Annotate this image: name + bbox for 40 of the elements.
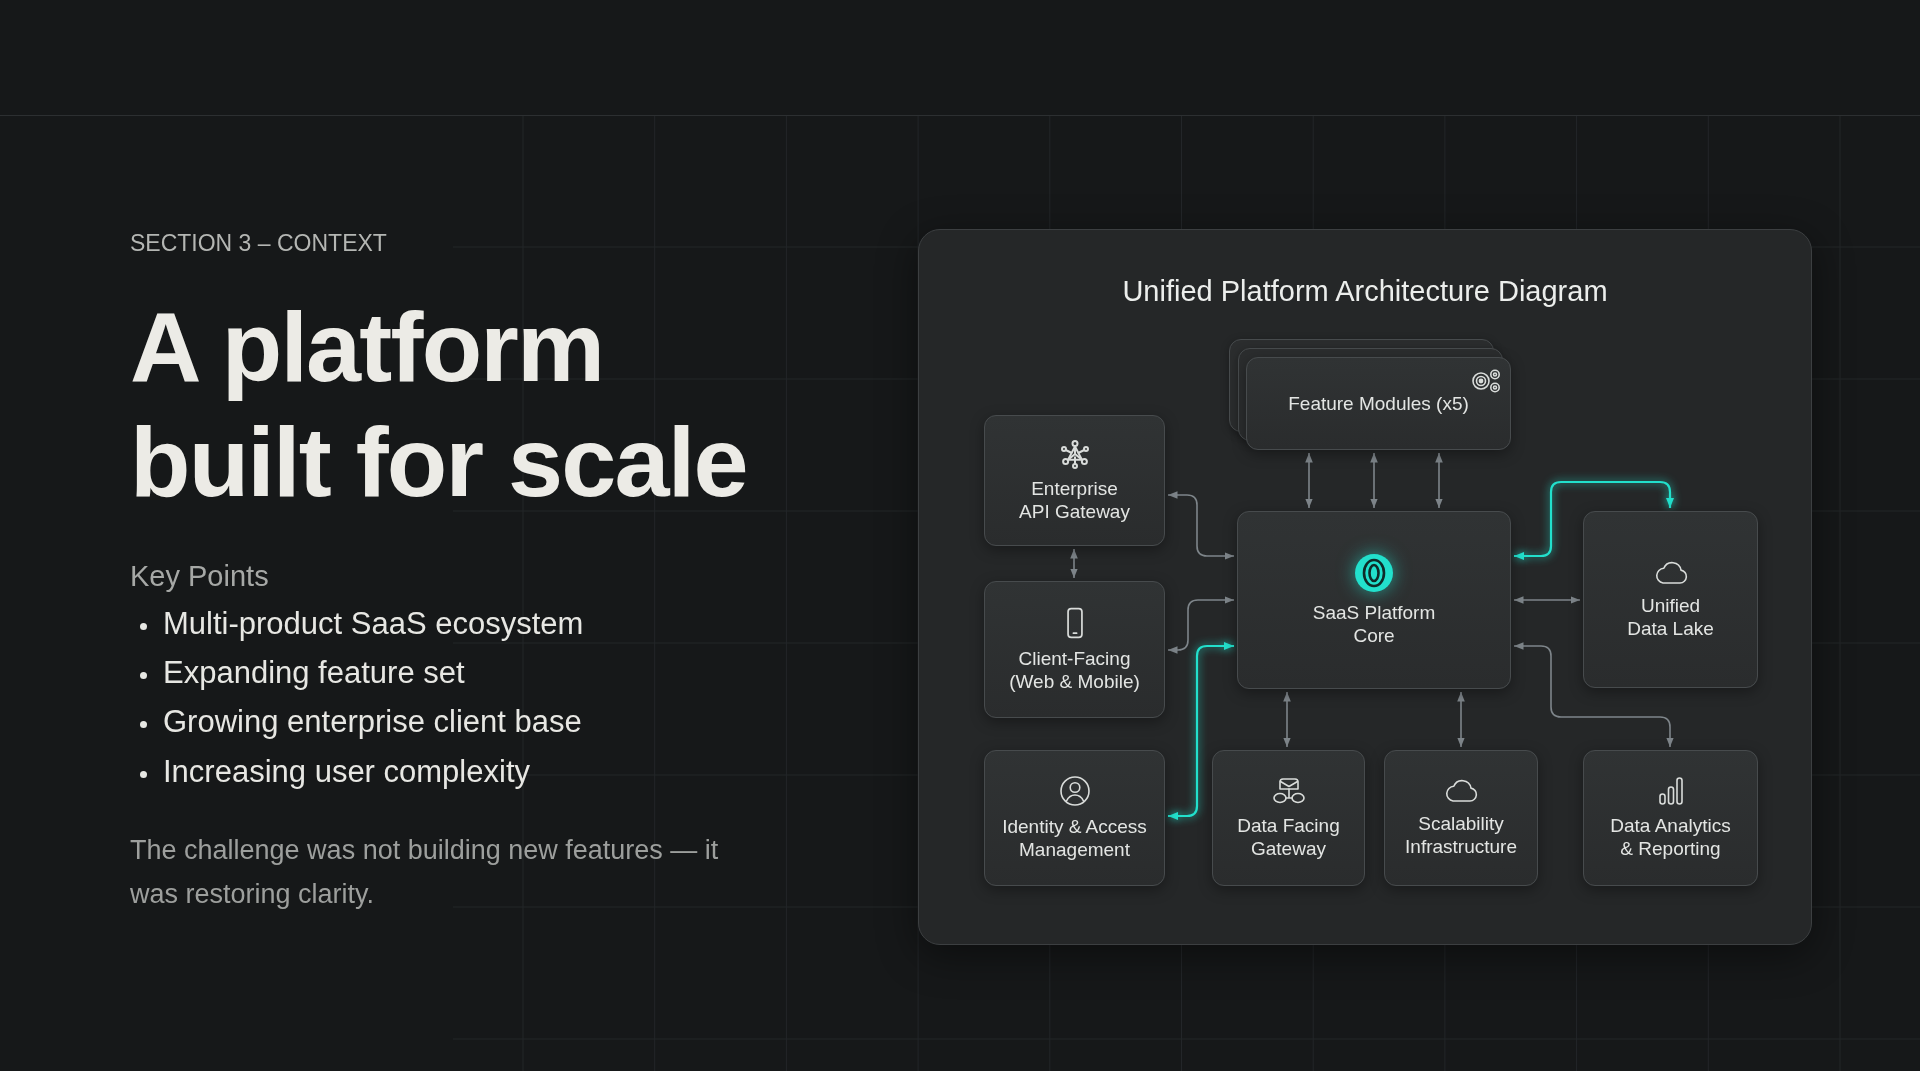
component-card (1246, 357, 1511, 450)
bullet-point: Growing enterprise client base (133, 703, 582, 741)
card-label: Data Facing Gateway (1236, 814, 1341, 860)
connector-arrow (1435, 452, 1443, 509)
connector-arrow (1457, 691, 1465, 748)
connector-arrow (1070, 548, 1078, 579)
connector-arrow (1513, 642, 1674, 748)
connector-arrow (1167, 491, 1235, 560)
connector-arrow (1370, 452, 1378, 509)
card-label: Scalability Infrastructure (1404, 812, 1518, 858)
panel-title: Unified Platform Architecture Diagram (1122, 274, 1608, 308)
section-label: SECTION 3 – CONTEXT (130, 228, 387, 257)
connector-arrow (1168, 641, 1234, 821)
component-card (1583, 511, 1758, 688)
component-card (984, 415, 1165, 546)
card-label: Identity & Access Management (1001, 815, 1148, 861)
connector-arrow (1514, 480, 1675, 561)
bullet-point: Multi-product SaaS ecosystem (133, 604, 584, 642)
component-card (1583, 750, 1758, 886)
card-label: SaaS Platform Core (1311, 601, 1437, 647)
list-heading: Key Points (130, 558, 269, 594)
component-card (1212, 750, 1365, 886)
component-card (984, 581, 1165, 718)
connector-arrow (1305, 452, 1313, 509)
component-card (984, 750, 1165, 886)
page-title: A platform built for scale (130, 290, 748, 519)
connector-arrow (1167, 596, 1235, 654)
component-card (1237, 511, 1511, 689)
card-label: Unified Data Lake (1626, 593, 1715, 640)
card-label: Data Analytics & Reporting (1609, 814, 1732, 860)
bullet-point: Increasing user complexity (133, 752, 530, 790)
connector-arrow (1283, 691, 1291, 748)
connector-arrow (1513, 596, 1581, 604)
diagram-panel (918, 229, 1812, 945)
card-label: Enterprise API Gateway (1018, 476, 1131, 523)
component-card (1384, 750, 1538, 886)
body-text: The challenge was not building new features — it was restoring clarity. (130, 834, 720, 911)
card-label: Client-Facing (Web & Mobile) (1008, 646, 1141, 693)
bullet-point: Expanding feature set (133, 654, 465, 692)
card-label: Feature Modules (x5) (1288, 392, 1469, 415)
